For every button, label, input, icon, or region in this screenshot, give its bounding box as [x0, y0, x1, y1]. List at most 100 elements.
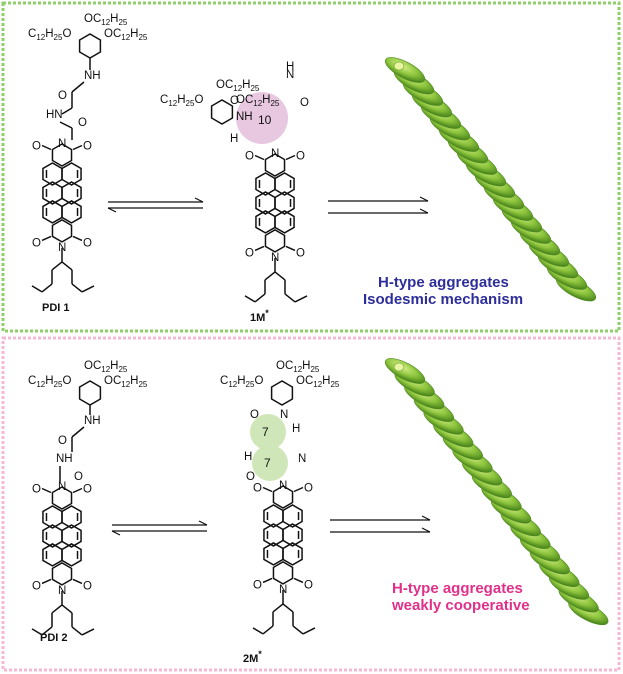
arrow-head — [419, 196, 429, 202]
oxygen-label: O — [74, 471, 83, 483]
oxygen-label: O — [304, 483, 313, 495]
substituent-glyph: C — [285, 360, 293, 372]
substituent-glyph: C — [93, 13, 101, 25]
helix-aggregate-top — [384, 57, 597, 302]
substituent-glyph: 25 — [54, 380, 63, 389]
substituent-glyph: O — [296, 375, 305, 387]
phenyl-ring — [210, 99, 234, 125]
alkyl-bond — [292, 625, 304, 635]
substituent-glyph: 25 — [246, 380, 255, 389]
amide-nh-label: NH — [84, 415, 101, 427]
oxygen-label: O — [32, 237, 41, 249]
substituent-glyph: H — [130, 375, 138, 387]
nitrogen-label: N — [286, 69, 294, 81]
oxygen-label: O — [253, 579, 262, 591]
aromatic-ring — [282, 542, 303, 566]
ring-size-label-bottom-1: 7 — [262, 425, 269, 439]
substituent-glyph: C — [220, 375, 228, 387]
aromatic-ring — [274, 172, 295, 196]
arrow-head — [198, 520, 208, 526]
carbonyl-bond — [41, 235, 52, 242]
oxygen-label: O — [230, 95, 239, 107]
compound-label-2m-text: 2M — [243, 653, 258, 665]
arrow-head — [419, 208, 429, 214]
alkyl-bond — [51, 261, 63, 271]
compound-label-2m: 2M* — [243, 649, 262, 665]
imide-ring — [51, 219, 73, 243]
oxygen-label: O — [83, 580, 92, 592]
substituent-glyph: O — [194, 94, 203, 106]
substituent-glyph: 12 — [233, 84, 242, 93]
substituent-label: C12H25O — [28, 28, 71, 42]
alkyl-bond — [284, 293, 296, 303]
substituent-label: OC12H25 — [216, 79, 260, 93]
carbonyl-bond — [72, 144, 83, 151]
ring-size-label-top: 10 — [258, 113, 272, 127]
substituent-glyph: H — [177, 94, 185, 106]
substituent-glyph: 25 — [54, 33, 63, 42]
oxygen-label: O — [250, 409, 259, 421]
compound-label-1m-text: 1M — [250, 312, 265, 324]
amide-nh-label: NH — [56, 453, 73, 465]
bond — [71, 81, 85, 93]
alkyl-bond — [282, 603, 294, 613]
carbonyl-bond — [72, 235, 83, 242]
substituent-glyph: H — [322, 375, 330, 387]
substituent-glyph: 25 — [138, 380, 147, 389]
substituent-glyph: 12 — [36, 380, 45, 389]
nitrogen-label: N — [58, 481, 66, 493]
carbonyl-bond — [285, 245, 296, 252]
substituent-glyph: H — [45, 28, 53, 40]
substituent-glyph: 25 — [138, 33, 147, 42]
carbonyl-bond — [262, 486, 273, 493]
alkyl-bond — [254, 293, 266, 303]
alkyl-bond — [51, 604, 63, 614]
substituent-glyph: 12 — [121, 33, 130, 42]
arrow-head — [421, 515, 431, 521]
substituent-glyph: O — [276, 360, 285, 372]
substituent-glyph: O — [216, 79, 225, 91]
phenyl-ring — [78, 33, 102, 59]
substituent-glyph: H — [110, 360, 118, 372]
oxygen-label: O — [304, 579, 313, 591]
alkyl-bond — [41, 626, 53, 636]
hydrogen-label: H — [230, 133, 238, 145]
nitrogen-label: N — [279, 480, 287, 492]
substituent-label: OC12H25 — [296, 375, 340, 389]
imide-ring — [51, 143, 73, 167]
substituent-label: OC12H25 — [104, 375, 148, 389]
oxygen-label: O — [83, 141, 92, 153]
panel-bottom-border — [1, 336, 621, 672]
substituent-glyph: H — [110, 13, 118, 25]
amide-nh-label: NH — [84, 70, 101, 82]
alkyl-bond — [71, 283, 83, 293]
carbonyl-bond — [254, 245, 265, 252]
substituent-glyph: C — [225, 79, 233, 91]
ring-size-label-bottom-2: 7 — [264, 456, 271, 470]
imide-ring — [264, 229, 286, 253]
arrow-head — [421, 527, 431, 533]
alkyl-bond — [252, 627, 264, 635]
substituent-label: OC12H25 — [84, 13, 128, 27]
substituent-label: C12H25O — [28, 375, 71, 389]
substituent-glyph: 12 — [121, 380, 130, 389]
phenyl-ring — [270, 380, 294, 406]
panel-top-border — [1, 1, 621, 333]
substituent-glyph: 12 — [101, 18, 110, 27]
substituent-label: OC12H25 — [84, 360, 128, 374]
oxygen-label: O — [58, 435, 67, 447]
oxygen-label: O — [246, 471, 255, 483]
aromatic-ring — [61, 200, 82, 224]
oxygen-label: O — [32, 141, 41, 153]
substituent-glyph: C — [160, 94, 168, 106]
substituent-glyph: 12 — [293, 365, 302, 374]
nitrogen-label: N — [58, 138, 66, 150]
panel-top: OC12H25C12H25OOC12H25NHOHNOOONOONOC12H25… — [28, 13, 597, 303]
bond — [71, 426, 85, 438]
substituent-glyph: C — [113, 28, 121, 40]
substituent-glyph: 25 — [270, 99, 279, 108]
hydrogen-label: H — [286, 61, 294, 73]
substituent-glyph: C — [113, 375, 121, 387]
substituent-label: OC12H25 — [276, 360, 320, 374]
